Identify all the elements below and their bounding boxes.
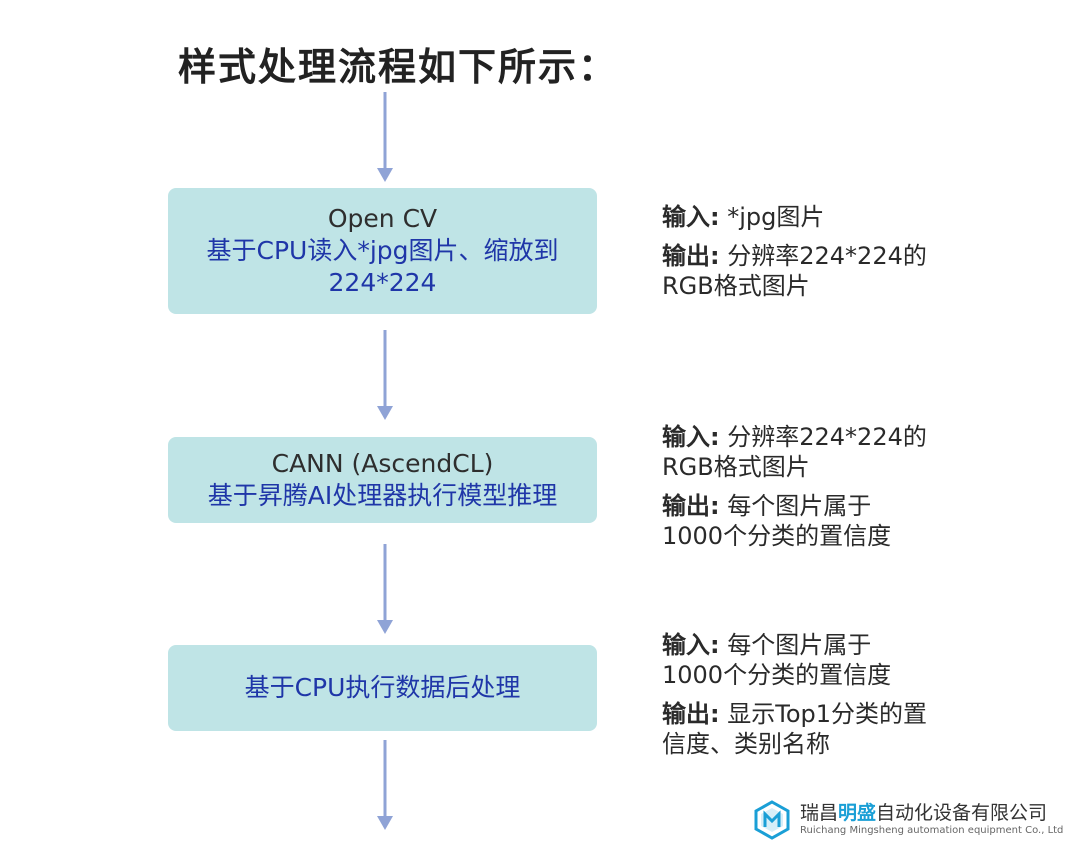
output-label: 输出: (662, 700, 720, 728)
input-label: 输入: (662, 631, 720, 659)
step-description: 基于CPU读入*jpg图片、缩放到224*224 (206, 236, 559, 297)
output-value: 分辨率224*224的RGB格式图片 (662, 242, 927, 300)
step-title: CANN (AscendCL) (271, 449, 494, 478)
output-value: 每个图片属于1000个分类的置信度 (662, 492, 892, 550)
input-row: 输入: 分辨率224*224的RGB格式图片 (662, 422, 932, 482)
input-value: *jpg图片 (727, 203, 825, 231)
company-logo: 瑞昌明盛自动化设备有限公司 Ruichang Mingsheng automat… (752, 800, 1063, 840)
flow-arrow-1 (374, 92, 396, 182)
flow-arrow-4 (374, 740, 396, 830)
step-title: Open CV (327, 204, 438, 233)
page-title: 样式处理流程如下所示： (178, 45, 619, 89)
company-name-en: Ruichang Mingsheng automation equipment … (800, 825, 1064, 836)
input-label: 输入: (662, 423, 720, 451)
output-row: 输出: 每个图片属于1000个分类的置信度 (662, 491, 924, 551)
input-value: 分辨率224*224的RGB格式图片 (662, 423, 927, 481)
input-row: 输入: *jpg图片 (662, 202, 962, 232)
step-description: 基于CPU执行数据后处理 (244, 673, 521, 702)
input-label: 输入: (662, 203, 720, 231)
input-value: 每个图片属于1000个分类的置信度 (662, 631, 892, 689)
input-row: 输入: 每个图片属于1000个分类的置信度 (662, 630, 924, 690)
output-label: 输出: (662, 492, 720, 520)
step-description: 基于昇腾AI处理器执行模型推理 (207, 481, 558, 510)
output-value: 显示Top1分类的置信度、类别名称 (662, 700, 928, 758)
step-box-cann: CANN (AscendCL) 基于昇腾AI处理器执行模型推理 (168, 437, 597, 523)
output-label: 输出: (662, 242, 720, 270)
io-panel-2: 输入: 分辨率224*224的RGB格式图片 输出: 每个图片属于1000个分类… (662, 422, 962, 560)
company-name-block: 瑞昌明盛自动化设备有限公司 Ruichang Mingsheng automat… (800, 802, 1063, 838)
step-box-opencv: Open CV 基于CPU读入*jpg图片、缩放到224*224 (168, 188, 597, 314)
output-row: 输出: 显示Top1分类的置信度、类别名称 (662, 699, 947, 759)
io-panel-1: 输入: *jpg图片 输出: 分辨率224*224的RGB格式图片 (662, 202, 962, 310)
output-row: 输出: 分辨率224*224的RGB格式图片 (662, 241, 932, 301)
step-box-postprocess: 基于CPU执行数据后处理 (168, 645, 597, 731)
flow-arrow-2 (374, 330, 396, 420)
flow-arrow-3 (374, 544, 396, 634)
company-logo-icon (752, 800, 792, 840)
company-name-cn: 瑞昌明盛自动化设备有限公司 (800, 802, 1048, 824)
io-panel-3: 输入: 每个图片属于1000个分类的置信度 输出: 显示Top1分类的置信度、类… (662, 630, 962, 768)
